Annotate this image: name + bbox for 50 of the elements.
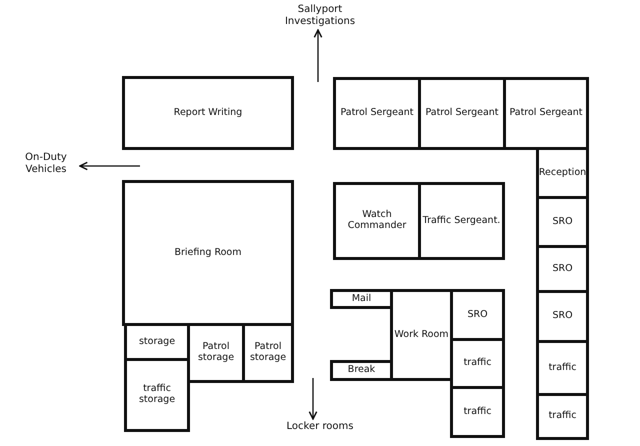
room-label: SRO: [467, 310, 488, 320]
room-label: Break: [348, 365, 376, 376]
room: [536, 340, 589, 396]
room: [418, 77, 506, 150]
room-label: traffic: [464, 358, 492, 369]
room-label: SRO: [552, 216, 573, 228]
room-label: Traffic Sergeant.: [422, 216, 500, 226]
room-label: traffic: [548, 362, 576, 374]
destination-label: Locker rooms: [280, 421, 360, 433]
room-label: Mail: [352, 294, 372, 304]
room: [124, 358, 190, 432]
room: [122, 76, 294, 150]
arrow: [314, 29, 322, 82]
room-label: Work Room: [394, 330, 449, 340]
room-label: Reception: [538, 168, 586, 178]
room-label: traffic: [548, 411, 576, 422]
destination-label: On-Duty Vehicles: [14, 152, 78, 176]
room: [418, 182, 505, 260]
room: [333, 182, 421, 260]
room-label: Report Writing: [174, 108, 242, 118]
room-label: Patrol storage: [196, 342, 236, 364]
arrow: [79, 162, 140, 170]
room: [536, 245, 589, 293]
room-label: Patrol storage: [248, 342, 288, 364]
room-label: traffic: [464, 406, 492, 418]
room: [450, 338, 505, 389]
room: [450, 386, 505, 438]
room-label: Patrol Sergeant: [509, 108, 583, 119]
room: [242, 323, 294, 383]
room: [450, 289, 505, 341]
room: [333, 77, 421, 150]
room: [330, 360, 393, 381]
room: [503, 77, 589, 150]
room-label: Briefing Room: [174, 248, 242, 258]
room-label: storage: [138, 336, 176, 348]
room: [536, 290, 589, 343]
room: [536, 196, 589, 248]
room: [536, 393, 589, 440]
room: [390, 289, 453, 381]
room: [330, 289, 393, 309]
room: [536, 147, 589, 199]
room-label: SRO: [552, 311, 573, 322]
room-label: Patrol Sergeant: [340, 108, 414, 119]
room-label: Watch Commander: [346, 210, 408, 232]
arrow: [308, 378, 318, 420]
room-label: traffic storage: [138, 384, 176, 406]
destination-label: Sallyport Investigations: [275, 4, 365, 28]
room: [122, 180, 294, 326]
room-label: Patrol Sergeant: [425, 108, 499, 119]
room-label: SRO: [552, 264, 573, 274]
